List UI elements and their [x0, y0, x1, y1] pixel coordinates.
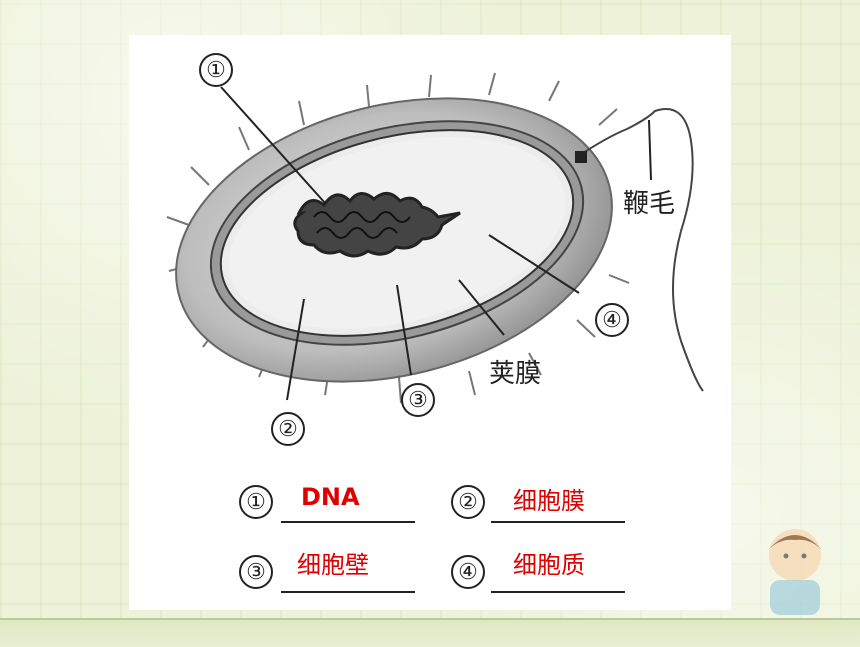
quiz-blank-2[interactable] — [491, 521, 625, 523]
quiz-blank-3[interactable] — [281, 591, 415, 593]
quiz-blank-1[interactable] — [281, 521, 415, 523]
quiz-blank-4[interactable] — [491, 591, 625, 593]
flagellum-label: 鞭毛 — [623, 189, 676, 219]
child-illustration-icon — [768, 529, 822, 615]
flagellum-base — [575, 151, 587, 163]
flagellum — [576, 108, 704, 392]
quiz-answer-1: DNA — [301, 483, 360, 511]
quiz-answer-2: 细胞膜 — [513, 487, 585, 515]
marker-1: ① — [199, 53, 233, 87]
capsule-label: 荚膜 — [489, 359, 542, 389]
marker-3: ③ — [401, 383, 435, 417]
quiz-answer-4: 细胞质 — [513, 551, 585, 579]
diagram-card: ① ② ③ ④ 鞭毛 荚膜 ① DNA ② 细胞膜 ③ 细胞壁 ④ 细胞质 — [129, 35, 731, 610]
bottom-decoration-strip — [0, 618, 860, 647]
pili-group — [166, 72, 630, 404]
bacterium-diagram — [166, 72, 704, 404]
quiz-marker-3: ③ — [239, 555, 273, 589]
dna-region — [293, 192, 461, 258]
marker-4: ④ — [595, 303, 629, 337]
quiz-marker-1: ① — [239, 485, 273, 519]
quiz-answer-3: 细胞壁 — [297, 551, 369, 579]
pointer-lines — [220, 86, 652, 401]
marker-2: ② — [271, 412, 305, 446]
quiz-marker-2: ② — [451, 485, 485, 519]
quiz-marker-4: ④ — [451, 555, 485, 589]
